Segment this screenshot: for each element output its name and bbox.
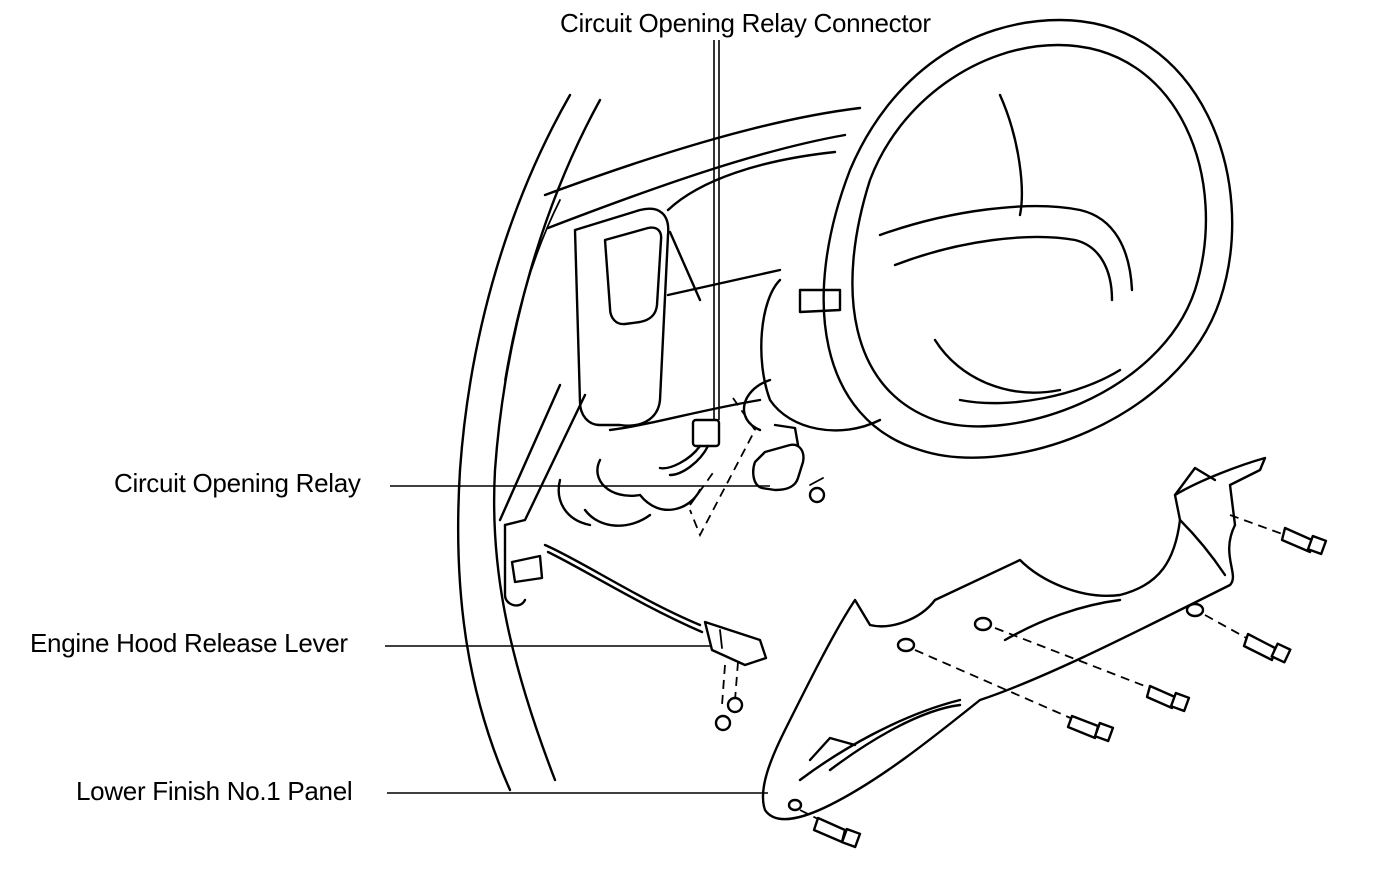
label-lower-panel: Lower Finish No.1 Panel	[76, 776, 352, 806]
panel-screws	[799, 514, 1328, 849]
relay-assembly	[658, 397, 826, 538]
leader-lines	[385, 40, 770, 794]
lower-finish-panel	[761, 456, 1267, 821]
label-hood-lever: Engine Hood Release Lever	[30, 628, 348, 658]
hood-release-assembly	[510, 543, 768, 732]
steering-wheel	[742, 18, 1234, 459]
dashboard	[498, 106, 862, 607]
label-relay: Circuit Opening Relay	[114, 468, 361, 498]
label-relay-connector: Circuit Opening Relay Connector	[560, 8, 931, 38]
door-pillar	[456, 93, 602, 792]
